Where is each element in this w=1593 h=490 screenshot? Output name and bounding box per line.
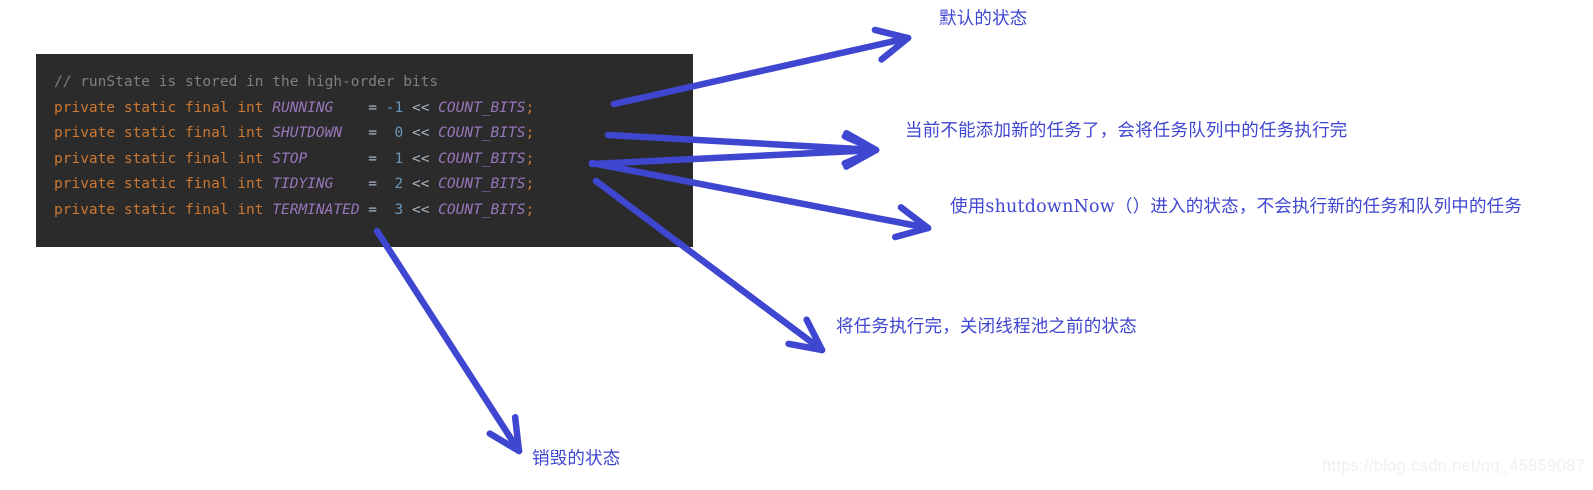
code-token-semi: ; [525,125,535,141]
code-token-ident: TERMINATED [272,201,360,218]
arrow-head-barb-1 [878,34,912,63]
code-token-semi: ; [525,201,535,218]
arrow-head-barb-2 [871,26,912,42]
code-token-ident: STOP [272,150,360,167]
code-token-ident: RUNNING [272,99,360,116]
code-token-ident: COUNT_BITS [438,150,526,167]
code-block: // runState is stored in the high-order … [36,54,693,247]
code-token-op: << [403,176,439,192]
arrow-to-terminated [373,227,523,455]
code-token-num: 1 [385,150,404,167]
code-token-op: << [403,99,439,116]
code-token-num: -1 [385,99,404,116]
code-token-ident: COUNT_BITS [438,176,526,192]
code-token-kw: private static final int [54,99,273,116]
code-token-op: = [359,150,386,167]
code-token-ident: COUNT_BITS [438,201,526,218]
code-token-op: << [403,201,439,218]
code-token-comment: // runState is stored in the high-order … [54,74,439,90]
arrow-head-barb-2 [897,204,932,232]
annotation-stop-state: 使用shutdownNow（）进入的状态，不会执行新的任务和队列中的任务 [950,197,1523,217]
code-line-stop: private static final int STOP = 1 << COU… [54,147,693,173]
watermark: https://blog.csdn.net/qq_45859087 [1321,457,1585,475]
annotation-shutdown-state: 当前不能添加新的任务了，会将任务队列中的任务执行完 [905,121,1348,141]
arrow-head-barb-2 [803,316,826,354]
code-token-op: = [359,176,386,192]
code-token-ident: COUNT_BITS [438,99,526,116]
code-token-num: 0 [385,125,404,141]
arrow-head-barb-1 [486,430,523,455]
arrow-head-barb-1 [785,340,826,354]
code-token-kw: private static final int [54,125,273,141]
code-line-terminated: private static final int TERMINATED = 3 … [54,198,693,224]
arrow-head-barb-2 [511,413,523,455]
code-token-kw: private static final int [54,150,273,167]
arrow-shaft [373,227,523,455]
arrow-head-barb-1 [843,146,880,170]
code-token-semi: ; [525,176,535,192]
arrow-head-barb-2 [843,129,880,154]
code-token-semi: ; [525,99,535,116]
code-token-ident: SHUTDOWN [272,125,360,141]
code-token-ident: COUNT_BITS [438,125,526,141]
code-token-op: = [359,99,386,116]
code-token-ident: TIDYING [272,176,360,192]
arrow-head-barb-1 [841,146,880,167]
code-token-op: = [359,125,386,141]
code-line-tidying: private static final int TIDYING = 2 << … [54,172,693,198]
code-line-comment: // runState is stored in the high-order … [54,70,693,96]
arrow-head-barb-2 [841,133,880,154]
code-token-op: << [403,125,439,141]
code-token-semi: ; [525,150,535,167]
annotation-running-state: 默认的状态 [939,9,1028,29]
code-token-op: << [403,150,439,167]
arrow-head-barb-1 [891,224,932,241]
code-line-running: private static final int RUNNING = -1 <<… [54,96,693,122]
code-token-op: = [359,201,386,218]
annotation-tidying-state: 将任务执行完，关闭线程池之前的状态 [836,317,1137,337]
code-token-num: 2 [385,176,404,192]
code-token-kw: private static final int [54,176,273,192]
annotation-terminated-state: 销毁的状态 [532,449,621,469]
code-token-num: 3 [385,201,404,218]
code-token-kw: private static final int [54,201,273,218]
code-line-shutdown: private static final int SHUTDOWN = 0 <<… [54,121,693,147]
